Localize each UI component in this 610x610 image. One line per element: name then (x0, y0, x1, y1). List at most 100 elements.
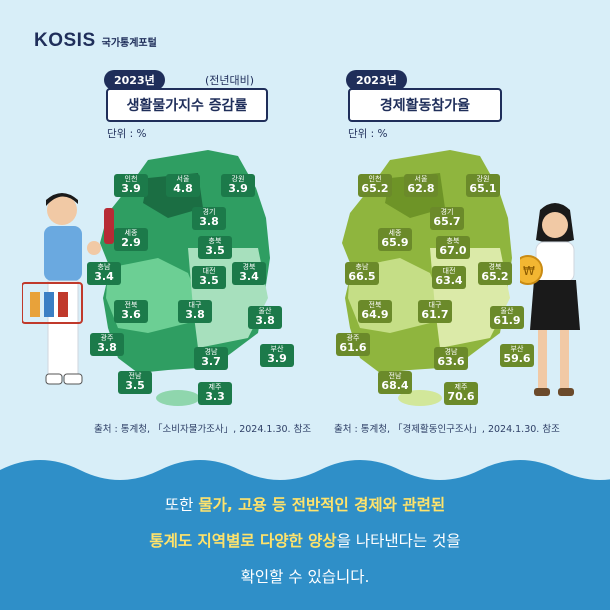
region-value: 64.9 (361, 308, 389, 321)
message-line-2-a: 통계도 지역별로 다양한 양상 (149, 532, 337, 550)
region-value: 68.4 (381, 379, 409, 392)
region-value: 3.9 (267, 352, 287, 365)
message-line-2-b: 을 나타낸다는 것을 (336, 532, 461, 550)
region-value: 3.8 (185, 308, 205, 321)
region-name: 부산 (270, 345, 284, 353)
right-source: 출처 : 통계청, 「경제활동인구조사」, 2024.1.30. 참조 (334, 424, 560, 435)
region-value: 2.9 (121, 236, 141, 249)
region-name: 전남 (388, 372, 402, 380)
region-value: 67.0 (439, 244, 467, 257)
message-area (0, 480, 610, 610)
message-line-1-b: 물가, 고용 등 전반적인 경제와 관련된 (198, 496, 446, 514)
region-value: 63.6 (437, 355, 465, 368)
region-name: 울산 (258, 307, 272, 315)
region-name: 광주 (346, 334, 360, 342)
region-name: 전북 (368, 301, 382, 309)
woman-with-coin-illustration: ₩ (520, 203, 580, 396)
region-name: 인천 (368, 175, 382, 183)
region-name: 부산 (510, 345, 524, 353)
region-value: 3.9 (228, 182, 248, 195)
region-name: 경남 (204, 348, 218, 356)
region-value: 4.8 (173, 182, 193, 195)
region-name: 제주 (208, 383, 222, 391)
left-source: 출처 : 통계청, 「소비자물가조사」, 2024.1.30. 참조 (94, 424, 312, 435)
message-line-1-a: 또한 (164, 496, 199, 514)
region-name: 인천 (124, 175, 138, 183)
region-name: 광주 (100, 334, 114, 342)
region-name: 대전 (442, 267, 456, 275)
region-value: 65.2 (481, 270, 509, 283)
region-value: 3.7 (201, 355, 221, 368)
region-value: 3.5 (199, 274, 219, 287)
region-name: 서울 (176, 175, 190, 183)
logo-subtitle: 국가통계포털 (101, 38, 157, 49)
region-value: 3.4 (94, 270, 114, 283)
region-value: 3.4 (239, 270, 259, 283)
region-value: 65.7 (433, 215, 461, 228)
message-line-3: 확인할 수 있습니다. (240, 568, 370, 586)
region-name: 강원 (476, 175, 490, 183)
region-value: 3.8 (199, 215, 219, 228)
region-value: 62.8 (407, 182, 435, 195)
left-note: (전년대비) (205, 74, 255, 87)
region-value: 3.3 (205, 390, 225, 403)
right-title: 경제활동참가율 (348, 88, 502, 122)
region-value: 3.8 (255, 314, 275, 327)
region-name: 충북 (446, 237, 460, 245)
region-name: 세종 (124, 229, 138, 237)
region-name: 서울 (414, 175, 428, 183)
region-value: 61.6 (339, 341, 367, 354)
region-name: 강원 (231, 175, 245, 183)
region-value: 65.9 (381, 236, 409, 249)
right-unit: 단위 : % (348, 128, 388, 140)
region-value: 66.5 (348, 270, 376, 283)
won-coin-icon: ₩ (523, 264, 535, 278)
kosis-logo: KOSIS 국가통계포털 (34, 30, 157, 52)
region-name: 대구 (188, 301, 202, 309)
region-value: 3.9 (121, 182, 141, 195)
region-name: 전북 (124, 301, 138, 309)
region-name: 경남 (444, 348, 458, 356)
region-name: 충북 (208, 237, 222, 245)
left-unit: 단위 : % (107, 128, 147, 140)
region-name: 충남 (355, 263, 369, 271)
region-name: 경북 (242, 263, 256, 271)
left-year-pill: 2023년 (104, 70, 165, 90)
region-value: 3.8 (97, 341, 117, 354)
region-name: 대구 (428, 301, 442, 309)
region-value: 65.1 (469, 182, 497, 195)
region-name: 제주 (454, 383, 468, 391)
region-name: 대전 (202, 267, 216, 275)
region-value: 3.6 (121, 308, 141, 321)
region-name: 전남 (128, 372, 142, 380)
region-name: 경기 (440, 208, 454, 216)
region-value: 70.6 (447, 390, 475, 403)
region-name: 세종 (388, 229, 402, 237)
region-value: 63.4 (435, 274, 463, 287)
